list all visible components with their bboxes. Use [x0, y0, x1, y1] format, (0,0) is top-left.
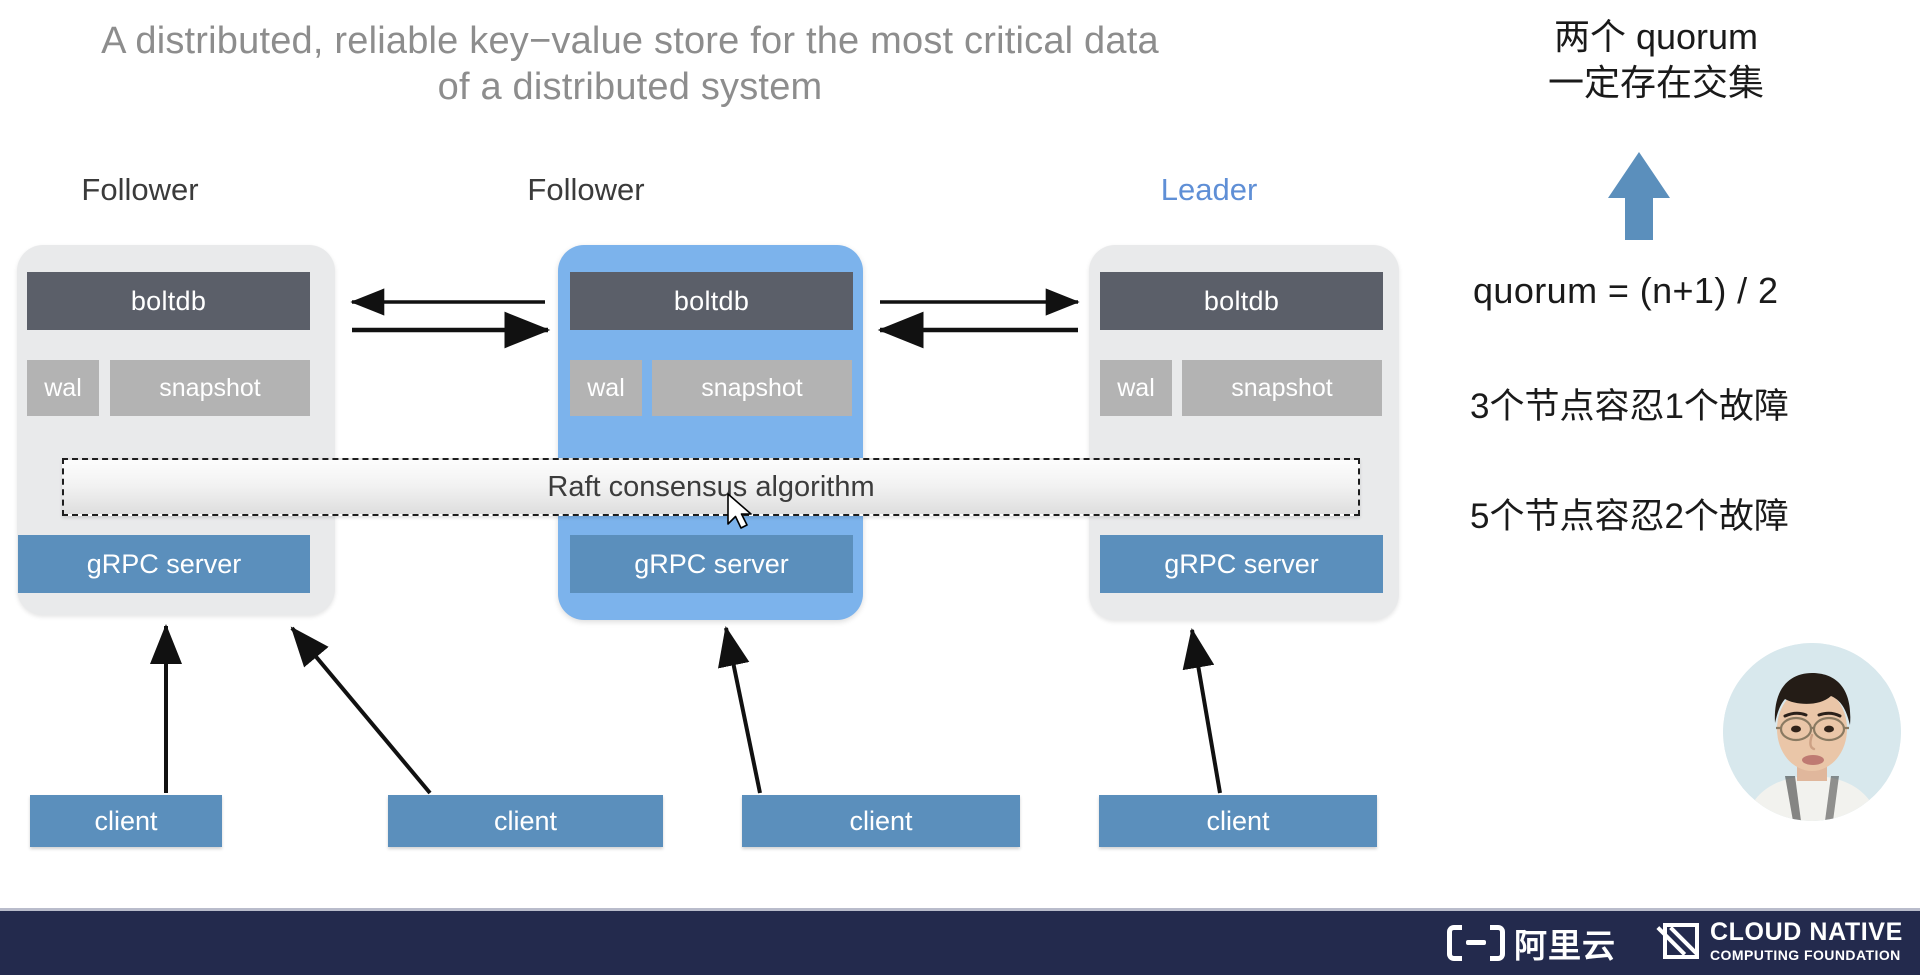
client-box-1[interactable]: client	[30, 795, 222, 847]
snapshot-box-3[interactable]: snapshot	[1182, 360, 1382, 416]
raft-consensus-bar[interactable]: Raft consensus algorithm	[62, 458, 1360, 516]
page-title-line-1: A distributed, reliable key−value store …	[101, 20, 1159, 62]
cncf-logo: CLOUD NATIVE COMPUTING FOUNDATION	[1663, 920, 1903, 962]
arrow-client2-to-node1	[290, 626, 432, 795]
wal-box-3[interactable]: wal	[1100, 360, 1172, 416]
quorum-note-line-2: 一定存在交集	[1547, 62, 1764, 103]
quorum-note: 两个 quorum 一定存在交集	[1516, 14, 1796, 106]
presenter-avatar	[1723, 643, 1901, 821]
cncf-logo-line-1: CLOUD NATIVE	[1710, 918, 1903, 946]
arrow-client4-to-node3	[1182, 628, 1222, 794]
client-box-3[interactable]: client	[742, 795, 1020, 847]
footer-bar	[0, 908, 1920, 975]
cncf-mark-icon	[1663, 923, 1699, 959]
aliyun-logo: 阿里云	[1447, 919, 1616, 967]
client-box-4[interactable]: client	[1099, 795, 1377, 847]
node-role-label-3: Leader	[1160, 172, 1258, 207]
snapshot-box-1[interactable]: snapshot	[110, 360, 310, 416]
arrow-up-icon	[1608, 152, 1670, 240]
tolerance-3-nodes: 3个节点容忍1个故障	[1470, 387, 1789, 426]
grpc-server-box-2[interactable]: gRPC server	[570, 535, 853, 593]
grpc-server-box-1[interactable]: gRPC server	[18, 535, 310, 593]
boltdb-box-3[interactable]: boltdb	[1100, 272, 1383, 330]
aliyun-mark-icon	[1447, 925, 1505, 961]
page-title: A distributed, reliable key−value store …	[0, 18, 1260, 110]
quorum-note-line-1: 两个 quorum	[1553, 16, 1759, 57]
client-box-2[interactable]: client	[388, 795, 663, 847]
tolerance-5-nodes: 5个节点容忍2个故障	[1470, 497, 1789, 536]
boltdb-box-2[interactable]: boltdb	[570, 272, 853, 330]
wal-box-1[interactable]: wal	[27, 360, 99, 416]
snapshot-box-2[interactable]: snapshot	[652, 360, 852, 416]
grpc-server-box-3[interactable]: gRPC server	[1100, 535, 1383, 593]
aliyun-logo-text: 阿里云	[1514, 927, 1616, 964]
node-role-label-1: Follower	[81, 172, 199, 207]
page-title-line-2: of a distributed system	[437, 66, 823, 108]
presenter-webcam	[1723, 643, 1901, 821]
arrow-client3-to-node2	[717, 626, 762, 794]
boltdb-box-1[interactable]: boltdb	[27, 272, 310, 330]
wal-box-2[interactable]: wal	[570, 360, 642, 416]
node-role-label-2: Follower	[527, 172, 645, 207]
cncf-logo-line-2: COMPUTING FOUNDATION	[1710, 947, 1901, 963]
quorum-formula: quorum = (n+1) / 2	[1473, 270, 1779, 311]
